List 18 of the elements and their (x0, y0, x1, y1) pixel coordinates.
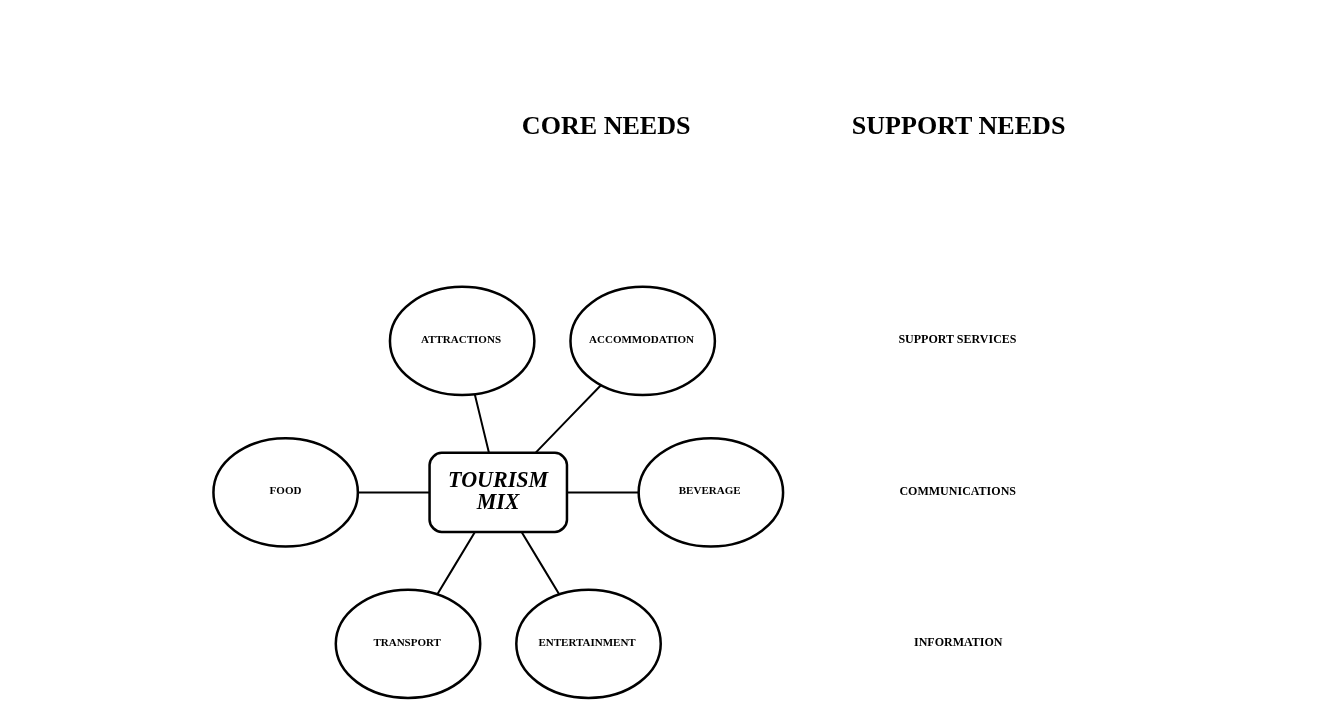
node-ellipse: ENTERTAINMENT (514, 587, 662, 699)
connector (566, 490, 638, 493)
node-ellipse: ACCOMMODATION (568, 285, 716, 396)
label: CORE NEEDS (521, 110, 691, 140)
node-box: TOURISM MIX (427, 451, 568, 533)
node-ellipse: FOOD (211, 436, 359, 548)
connector (534, 384, 602, 453)
label: INFORMATION (913, 634, 1003, 649)
label: SUPPORT SERVICES (897, 331, 1017, 346)
node-ellipse: TRANSPORT (334, 587, 481, 699)
connector (473, 393, 490, 453)
label: COMMUNICATIONS (898, 483, 1016, 497)
node-ellipse: ATTRACTIONS (388, 285, 536, 396)
connector (436, 531, 476, 595)
connector (520, 531, 560, 595)
label: SUPPORT NEEDS (851, 110, 1065, 140)
connector (357, 490, 429, 493)
node-ellipse: BEVERAGE (636, 436, 784, 548)
